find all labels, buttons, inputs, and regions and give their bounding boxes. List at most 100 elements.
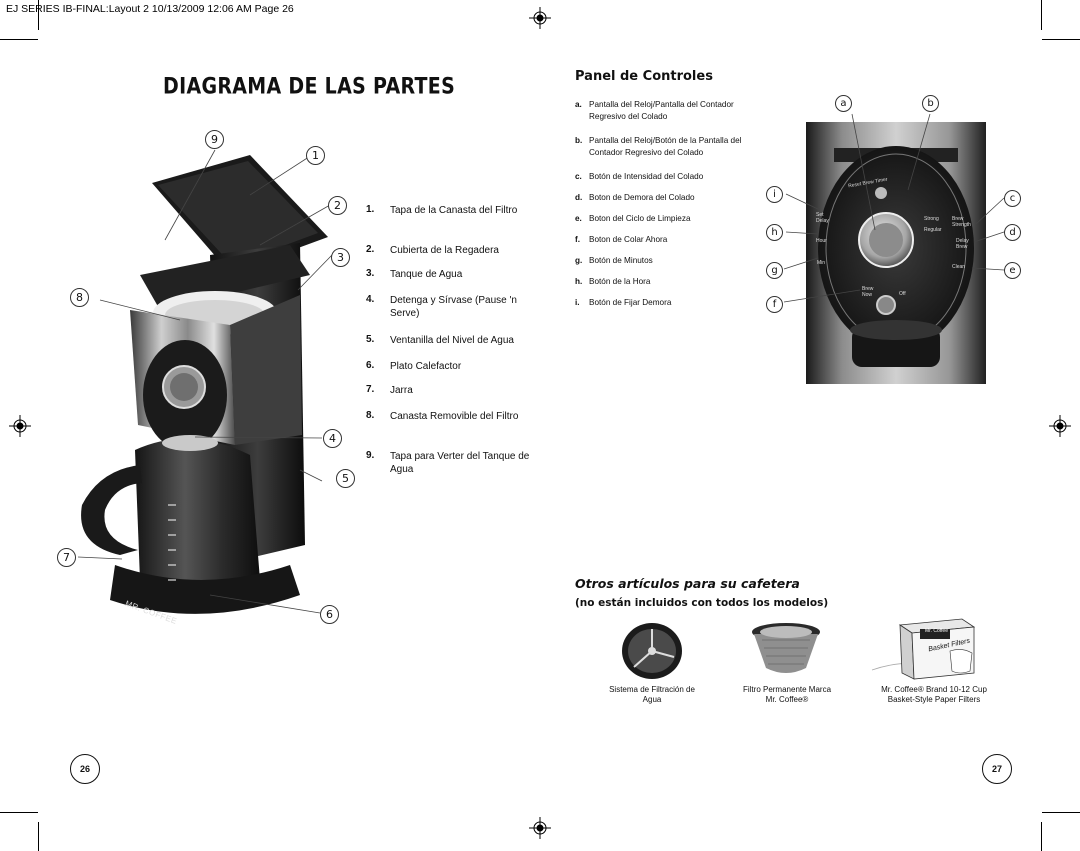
control-list-item: i. Botón de Fijar Demora (575, 297, 765, 309)
part-number: 3. (366, 268, 375, 279)
crop-mark (0, 39, 38, 40)
device-label-off: Off (899, 291, 906, 297)
paper-filters-box-image (871, 618, 976, 680)
panel-callout: d (1004, 224, 1021, 241)
panel-callout: h (766, 224, 783, 241)
part-label: Tapa para Verter del Tanque de Agua (390, 451, 530, 475)
part-label: Tanque de Agua (390, 269, 463, 280)
diagram-callout: 3 (331, 248, 350, 267)
part-number: 2. (366, 244, 375, 255)
control-letter: d. (575, 193, 583, 202)
device-label-clean: Clean (952, 264, 966, 270)
crop-mark (38, 822, 39, 851)
crop-mark (0, 812, 38, 813)
part-number: 5. (366, 334, 375, 345)
parts-list-item: 2. Cubierta de la Regadera (366, 244, 536, 257)
slug-line: EJ SERIES IB-FINAL:Layout 2 10/13/2009 1… (6, 3, 294, 15)
caption-line: Mr. Coffee® (765, 695, 809, 704)
parts-list-item: 1.Tapa de la Canasta del Filtro (366, 204, 536, 217)
control-label: Botón de Fijar Demora (589, 298, 672, 307)
coffee-maker-illustration (77, 149, 333, 614)
accessory-caption-2: Filtro Permanente Marca Mr. Coffee® (735, 685, 839, 705)
registration-mark-icon (1049, 415, 1071, 437)
panel-heading: Panel de Controles (575, 69, 713, 84)
part-label: Canasta Removible del Filtro (390, 411, 519, 422)
panel-callout: c (1004, 190, 1021, 207)
device-label-delay-brew: Delay Brew (956, 238, 969, 250)
crop-mark (38, 0, 39, 30)
parts-list-item: 3. Tanque de Agua (366, 268, 536, 281)
parts-list-item: 4. Detenga y Sírvase (Pause 'n Serve) (366, 294, 536, 320)
part-number: 7. (366, 384, 375, 395)
control-list-item: h. Botón de la Hora (575, 276, 765, 288)
diagram-callout: 4 (323, 429, 342, 448)
registration-mark-icon (529, 7, 551, 29)
control-letter: f. (575, 235, 581, 244)
control-list-item: f.Boton de Colar Ahora (575, 234, 765, 246)
crop-mark (1041, 0, 1042, 30)
control-label: Botón de la Hora (589, 277, 651, 286)
diagram-callout: 6 (320, 605, 339, 624)
device-label-brew-now: Brew Now (862, 286, 874, 298)
part-number: 4. (366, 294, 375, 305)
part-label: Tapa de la Canasta del Filtro (390, 205, 518, 216)
diagram-callout: 5 (336, 469, 355, 488)
parts-list-item: 5. Ventanilla del Nivel de Agua (366, 334, 536, 347)
panel-callout: g (766, 262, 783, 279)
control-list-item: e. Boton del Ciclo de Limpieza (575, 213, 765, 225)
panel-callout: e (1004, 262, 1021, 279)
diagram-callout: 9 (205, 130, 224, 149)
accessory-caption-3: Mr. Coffee® Brand 10-12 Cup Basket-Style… (872, 685, 996, 705)
part-label: Ventanilla del Nivel de Agua (390, 335, 514, 346)
part-number: 6. (366, 360, 375, 371)
caption-line: Sistema de Filtración de (609, 685, 695, 694)
page-title: DIAGRAMA DE LAS PARTES (163, 74, 456, 100)
caption-line: Filtro Permanente Marca (742, 685, 832, 694)
control-list-item: b. Pantalla del Reloj/Botón de la Pantall… (575, 135, 765, 159)
control-label: Botón de Minutos (589, 256, 653, 265)
device-label-set-delay: Set Delay (816, 212, 829, 224)
diagram-callout: 1 (306, 146, 325, 165)
control-letter: i. (575, 298, 580, 307)
device-label-hour: Hour (816, 238, 827, 244)
parts-list-item: 8. Canasta Removible del Filtro (366, 410, 536, 423)
parts-list-item: 7.Jarra (366, 384, 536, 397)
device-label-brew-strength: Brew Strength (952, 216, 971, 228)
caption-line: Basket-Style Paper Filters (887, 695, 981, 704)
caption-line: Mr. Coffee® Brand 10-12 Cup (881, 685, 987, 694)
control-label: Pantalla del Reloj/Pantalla del Contador… (589, 100, 734, 121)
control-label: Pantalla del Reloj/Botón de la Pantalla … (589, 136, 742, 157)
control-label: Boton del Ciclo de Limpieza (589, 214, 691, 223)
page-number-left: 26 (70, 754, 100, 784)
control-list-item: a. Pantalla del Reloj/Pantalla del Contad… (575, 99, 765, 123)
part-label: Detenga y Sírvase (Pause 'n Serve) (390, 295, 517, 319)
other-heading: Otros artículos para su cafetera (575, 576, 800, 591)
part-label: Plato Calefactor (390, 361, 462, 372)
crop-mark (1042, 812, 1080, 813)
control-letter: h. (575, 277, 583, 286)
other-subheading: (no están incluidos con todos los modelo… (575, 597, 829, 609)
panel-leader-lines (783, 113, 1005, 303)
control-label: Boton de Demora del Colado (589, 193, 695, 202)
caption-line: Agua (642, 695, 662, 704)
control-letter: c. (575, 172, 582, 181)
accessory-caption-1: Sistema de Filtración de Agua (600, 685, 704, 705)
control-letter: b. (575, 136, 583, 145)
part-number: 8. (366, 410, 375, 421)
panel-callout: a (835, 95, 852, 112)
crop-mark (1042, 39, 1080, 40)
device-label-strong: Strong (924, 216, 939, 222)
part-label: Cubierta de la Regadera (390, 245, 499, 256)
diagram-callout: 7 (57, 548, 76, 567)
registration-mark-icon (9, 415, 31, 437)
control-list-item: c.Botón de Intensidad del Colado (575, 171, 765, 183)
control-letter: e. (575, 214, 582, 223)
control-letter: a. (575, 100, 582, 109)
page-number-right: 27 (982, 754, 1012, 784)
control-letter: g. (575, 256, 583, 265)
device-label-regular: Regular (924, 227, 942, 233)
diagram-callout: 2 (328, 196, 347, 215)
control-list-item: d. Boton de Demora del Colado (575, 192, 765, 204)
parts-list-item: 6. Plato Calefactor (366, 360, 536, 373)
panel-callout: b (922, 95, 939, 112)
